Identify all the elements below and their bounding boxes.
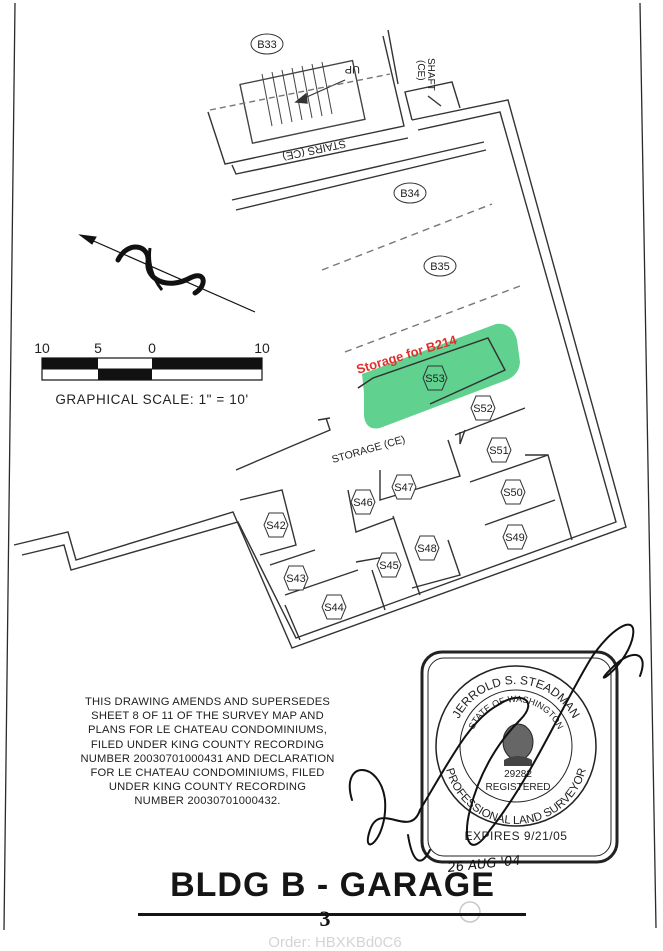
unit-tag-b33[interactable]: B33 — [250, 33, 284, 55]
s53-wall-over — [357, 337, 506, 405]
unit-tag-s45[interactable]: S45 — [376, 552, 402, 578]
b34-upper-wall — [231, 141, 485, 201]
svg-text:S52: S52 — [473, 403, 493, 415]
surveyor-signature — [348, 623, 644, 862]
unit-tag-s44[interactable]: S44 — [321, 594, 347, 620]
unit-tag-s47[interactable]: S47 — [391, 474, 417, 500]
svg-text:B33: B33 — [257, 39, 277, 51]
unit-tag-s50[interactable]: S50 — [500, 479, 526, 505]
scale-tick-5: 5 — [94, 340, 102, 356]
shaft-label: SHAFT — [425, 58, 436, 91]
amendment-note: THIS DRAWING AMENDS AND SUPERSEDES SHEET… — [50, 695, 365, 809]
svg-text:S47: S47 — [394, 482, 414, 494]
svg-text:S50: S50 — [503, 487, 523, 499]
unit-tag-b35[interactable]: B35 — [423, 255, 457, 277]
order-watermark: Order: HBXKBd0C6 — [268, 934, 402, 951]
note-line: PLANS FOR LE CHATEAU CONDOMINIUMS, — [87, 724, 328, 737]
unit-tag-s46[interactable]: S46 — [350, 489, 376, 515]
storage-label: STORAGE (CE) — [331, 433, 407, 465]
stairs-label: STAIRS (CE) — [281, 137, 347, 162]
note-line: UNDER KING COUNTY RECORDING — [108, 781, 307, 794]
scale-tick-10-left: 10 — [34, 340, 50, 356]
faint-stamp — [459, 901, 481, 923]
note-line: THIS DRAWING AMENDS AND SUPERSEDES — [84, 696, 331, 708]
svg-text:S46: S46 — [353, 497, 373, 509]
unit-tag-b34[interactable]: B34 — [393, 182, 427, 204]
unit-tags: B33 B34 B35 S53 S52 S51 S50 S49 S48 S47 … — [250, 33, 528, 620]
north-arrow-icon — [78, 234, 256, 313]
sheet-border — [3, 2, 657, 931]
outer-wall-inner — [21, 111, 617, 639]
svg-text:S45: S45 — [379, 560, 399, 572]
svg-text:B35: B35 — [430, 261, 450, 273]
svg-text:S43: S43 — [286, 573, 306, 585]
b34-lower-wall — [235, 149, 487, 211]
note-line: FILED UNDER KING COUNTY RECORDING — [90, 738, 325, 751]
seal-expires: EXPIRES 9/21/05 — [465, 829, 568, 843]
unit-tag-s52[interactable]: S52 — [470, 395, 496, 421]
sheet-title: BLDG B - GARAGE — [170, 866, 495, 904]
outer-wall — [13, 99, 627, 649]
floor-plan — [13, 29, 627, 649]
unit-tag-s48[interactable]: S48 — [414, 535, 440, 561]
note-line: SHEET 8 OF 11 OF THE SURVEY MAP AND — [91, 710, 324, 723]
shaft-wall — [404, 81, 461, 121]
note-line: NUMBER 20030701000431 AND DECLARATION — [80, 752, 335, 765]
unit-tag-s49[interactable]: S49 — [502, 524, 528, 550]
note-line: NUMBER 20030701000432. — [134, 795, 281, 808]
graphical-scale: 10 5 0 10 GRAPHICAL SCALE: 1" = 10' — [34, 340, 270, 407]
unit-tag-s51[interactable]: S51 — [486, 437, 512, 463]
svg-text:S53: S53 — [425, 373, 445, 385]
note-line: FOR LE CHATEAU CONDOMINIUMS, FILED — [90, 767, 325, 780]
storage-highlight[interactable] — [362, 323, 520, 429]
scale-caption: GRAPHICAL SCALE: 1" = 10' — [55, 392, 248, 407]
svg-text:S44: S44 — [324, 602, 344, 614]
page-number: 3 — [319, 906, 331, 931]
storage-cages — [235, 407, 573, 641]
unit-tag-s53[interactable]: S53 — [422, 365, 448, 391]
scale-tick-0: 0 — [148, 340, 156, 356]
shaft-arrow — [427, 95, 442, 107]
svg-text:S49: S49 — [505, 532, 525, 544]
seal-registered: REGISTERED — [485, 782, 550, 793]
b34-b35-divider — [321, 203, 493, 271]
seal-number: 29282 — [504, 769, 532, 780]
unit-tag-s43[interactable]: S43 — [283, 565, 309, 591]
stairs — [207, 29, 409, 175]
svg-text:B34: B34 — [400, 188, 420, 200]
up-label: UP — [345, 63, 360, 75]
shaft-ce-label: (CE) — [415, 60, 426, 81]
unit-tag-s42[interactable]: S42 — [263, 512, 289, 538]
svg-text:S42: S42 — [266, 520, 286, 532]
scale-tick-10-right: 10 — [254, 340, 270, 356]
svg-text:S48: S48 — [417, 543, 437, 555]
svg-text:S51: S51 — [489, 445, 509, 457]
title-underline — [138, 913, 526, 916]
